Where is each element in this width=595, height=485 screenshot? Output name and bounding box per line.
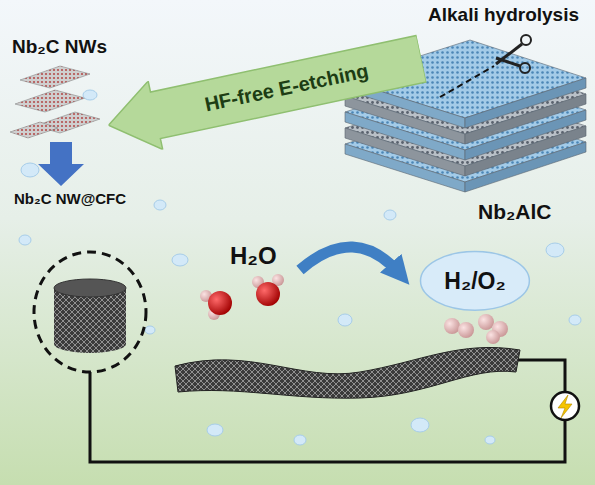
electrode-cylinder	[34, 252, 146, 372]
label-text: Nb₂C NWs	[12, 36, 107, 58]
lightbulb-icon	[551, 392, 579, 420]
process-arrow: HF-free E-etching	[101, 24, 429, 159]
reaction-arrow	[300, 247, 400, 274]
scissors-icon	[440, 35, 531, 97]
water-molecules	[200, 274, 284, 320]
carbon-cloth	[175, 347, 520, 398]
label-text: Alkali hydrolysis	[428, 4, 579, 26]
ellipse-shape	[421, 252, 530, 311]
label-text: H₂O	[230, 242, 277, 270]
node-text: H₂/O₂	[444, 268, 505, 294]
label-text: Nb₂C NW@CFC	[14, 190, 126, 207]
product-ellipse: H₂/O₂	[419, 250, 531, 312]
arrow-shape	[101, 24, 429, 159]
nanowire-sheets	[10, 66, 100, 138]
gas-bubbles	[444, 314, 508, 344]
bubble	[83, 90, 97, 100]
process-arrow	[38, 142, 84, 186]
label-text: Nb₂AlC	[478, 200, 552, 224]
node-text: HF-free E-etching	[203, 59, 371, 116]
